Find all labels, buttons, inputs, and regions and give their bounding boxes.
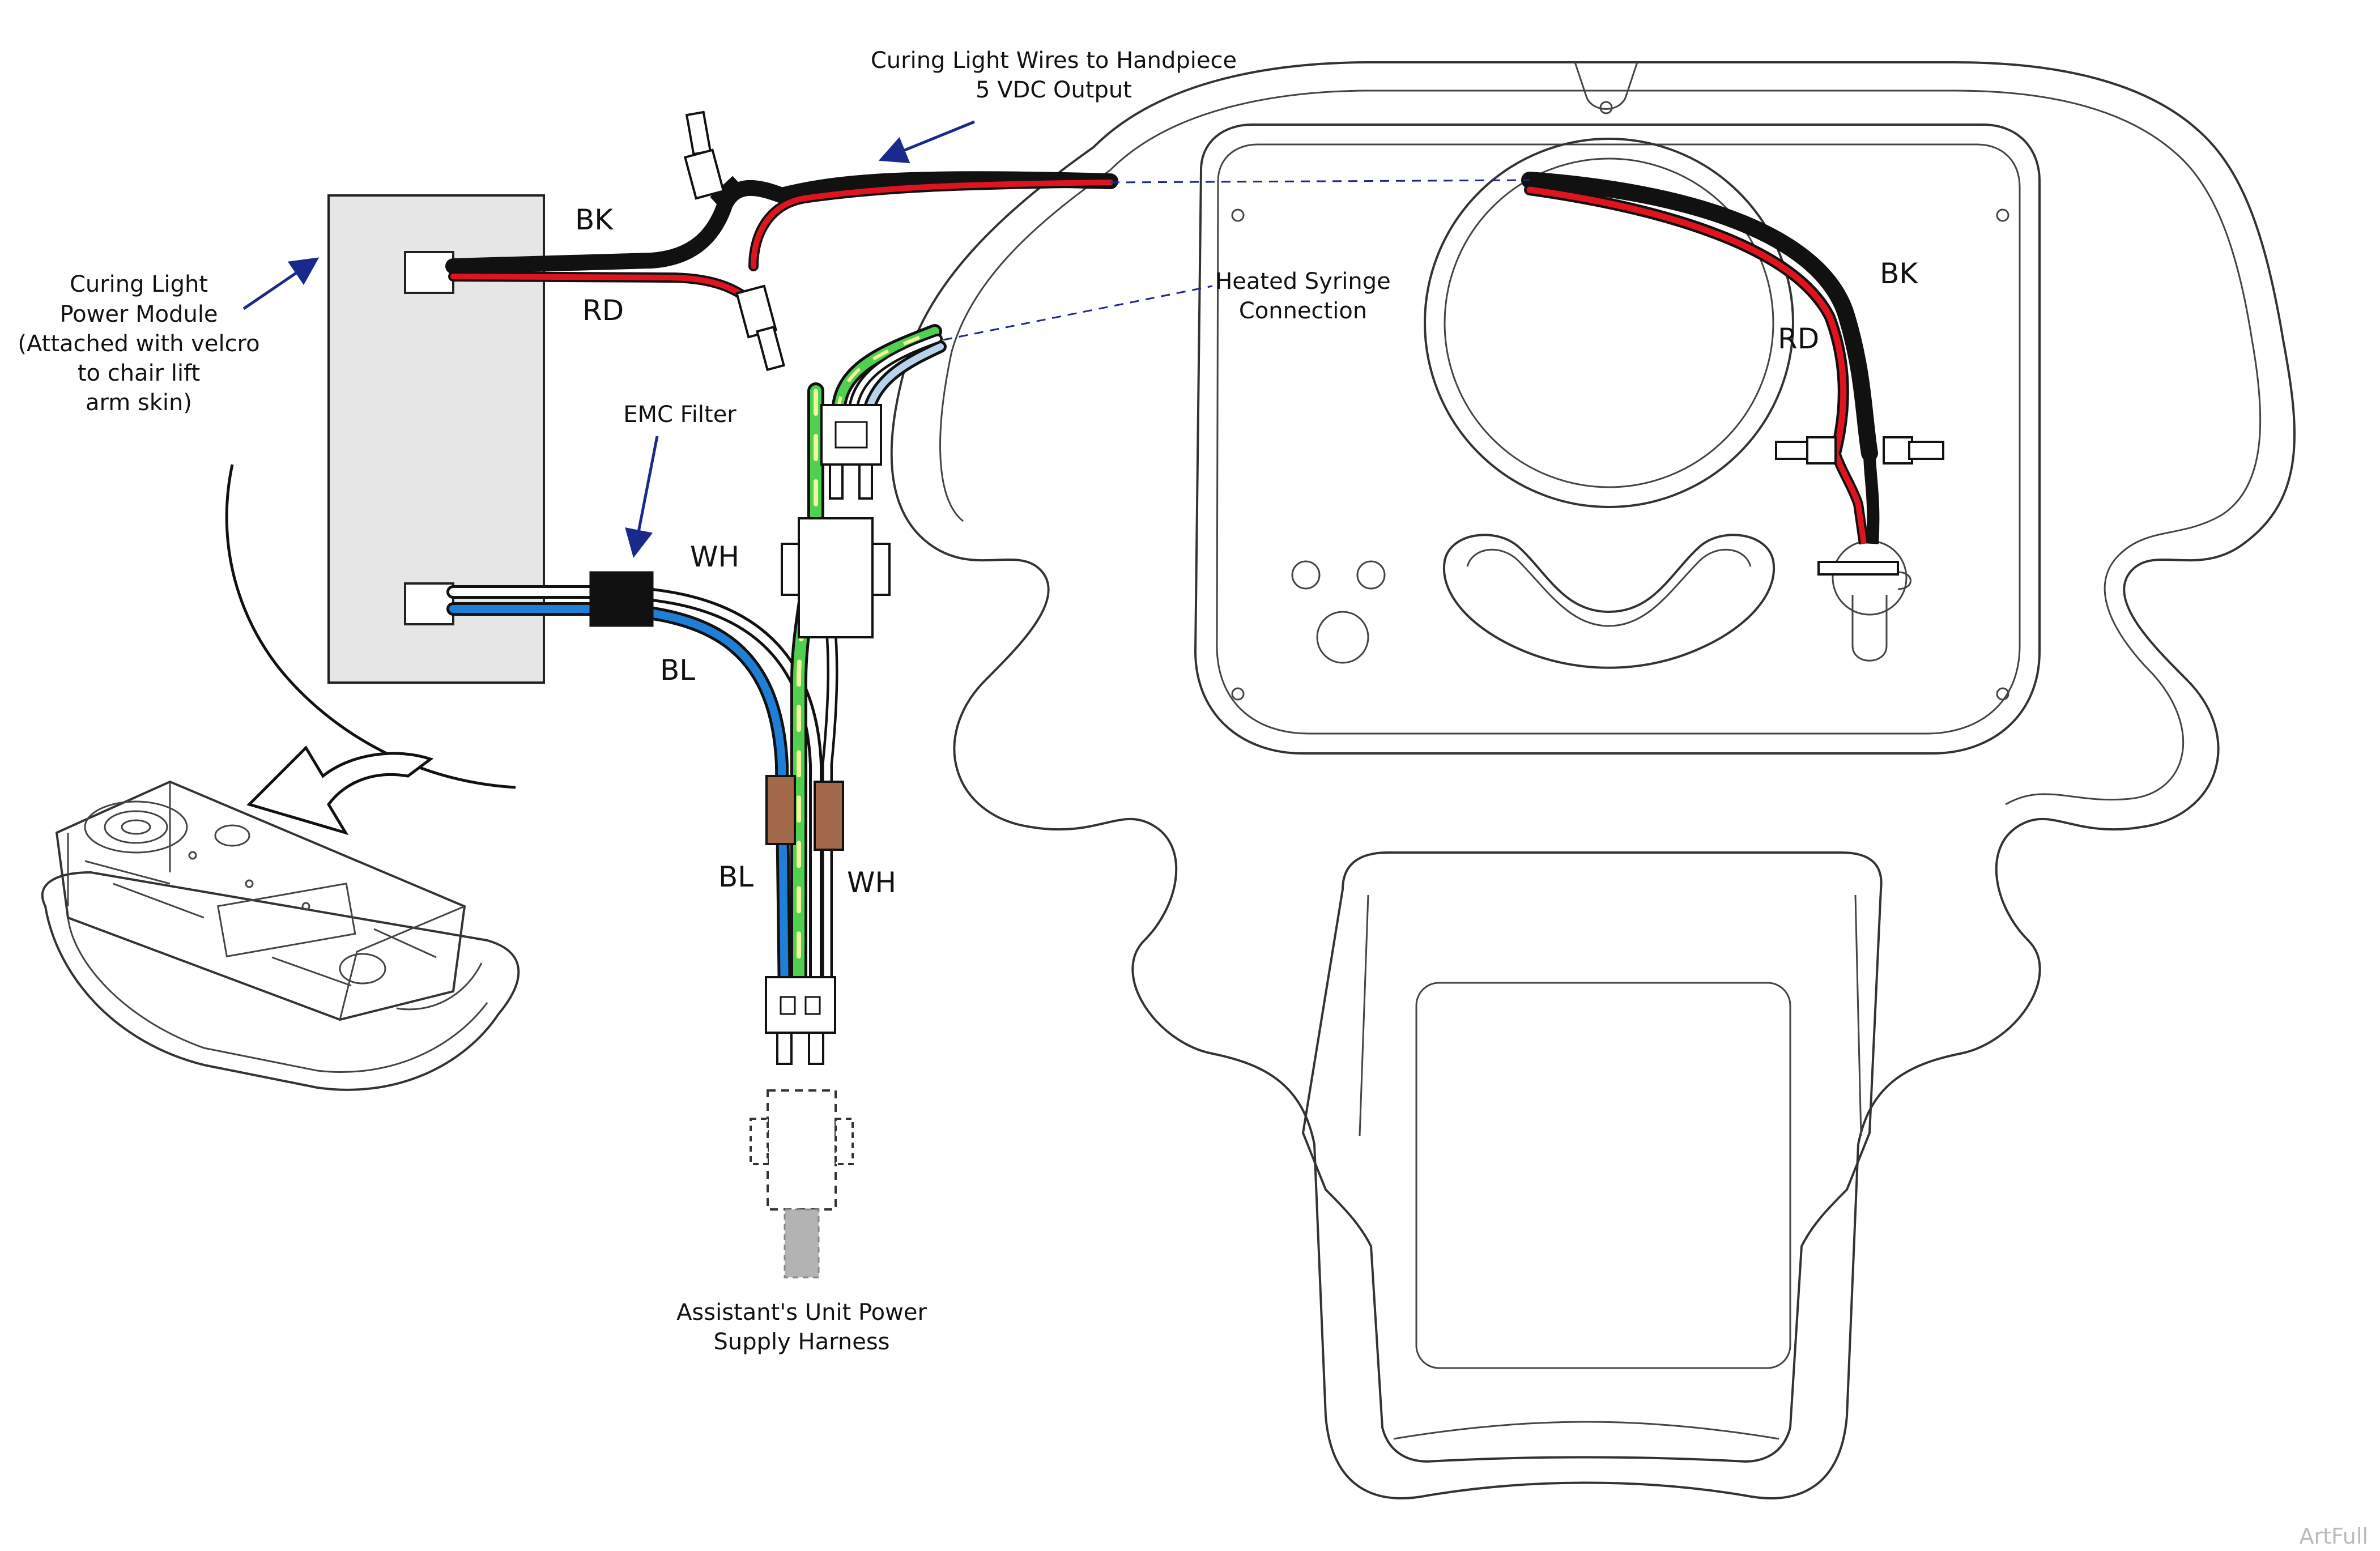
wire-code-rd-right: RD (1778, 322, 1819, 355)
assistant-unit-outline (890, 61, 2296, 1499)
wire-code-bl-top: BL (660, 654, 695, 687)
curing-wires-label-1: Curing Light Wires to Handpiece (871, 48, 1237, 74)
arrow-to-power-module (242, 257, 320, 310)
dental-chair-icon (41, 780, 520, 1091)
splice-connector-upper (683, 110, 725, 200)
curing-wire-dashed-link (1110, 179, 1530, 184)
arrow-to-curing-wires (878, 120, 975, 164)
power-module-bottom-port (404, 582, 454, 625)
power-module-label-2: Power Module (59, 301, 218, 327)
curing-wires-label-2: 5 VDC Output (976, 77, 1132, 103)
wire-code-wh-top: WH (690, 540, 739, 573)
emc-filter-label: EMC Filter (623, 402, 736, 428)
wire-code-bk-right: BK (1880, 257, 1918, 290)
heated-syringe-label-1: Heated Syringe (1215, 269, 1391, 295)
ferrite-bead-left (765, 775, 796, 845)
assistant-harness-label-1: Assistant's Unit Power (676, 1299, 927, 1326)
curved-arrow-head (246, 745, 434, 836)
power-module-top-port (404, 251, 454, 294)
wire-code-bk-left: BK (575, 203, 614, 236)
ferrite-bead-right (814, 781, 844, 851)
curing-light-wires-right (1521, 172, 1880, 545)
splice-connector-right (1775, 436, 1944, 576)
assistant-harness-label-2: Supply Harness (714, 1329, 890, 1355)
heated-syringe-connector (820, 404, 882, 500)
heated-syringe-dashed-link (943, 285, 1213, 341)
emc-filter-block (589, 571, 654, 627)
wire-code-wh-bottom: WH (847, 866, 896, 899)
wire-code-bl-bottom: BL (718, 860, 753, 893)
harness-bottom-connector (765, 976, 836, 1065)
curing-light-wires-left (445, 171, 1118, 308)
splice-connector-lower (735, 284, 785, 372)
wire-code-rd-left: RD (582, 294, 624, 327)
power-module-label-1: Curing Light (70, 271, 208, 297)
arrow-to-emc-filter (625, 436, 659, 558)
power-module-label-3: (Attached with velcro (18, 331, 259, 357)
power-module-label-5: arm skin) (86, 390, 192, 416)
harness-mid-connector (781, 517, 891, 638)
watermark: ArtFull (2300, 1524, 2369, 1549)
assistant-power-supply-connector (750, 1089, 854, 1279)
curved-pointer-arrow (225, 464, 516, 789)
power-module-label-4: to chair lift (78, 360, 200, 386)
heated-syringe-label-2: Connection (1239, 298, 1367, 324)
